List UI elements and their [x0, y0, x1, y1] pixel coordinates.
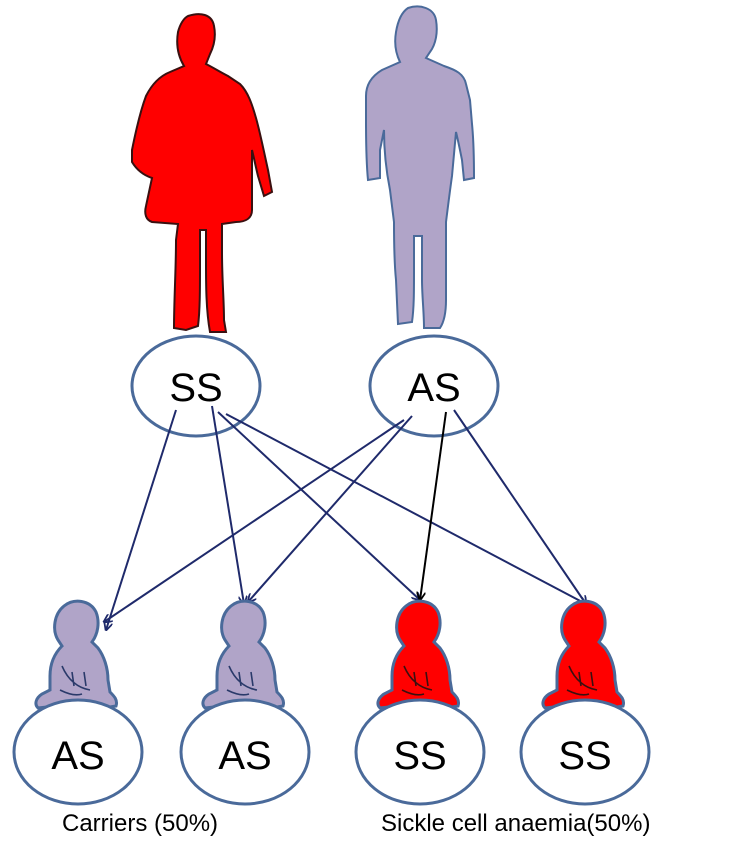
child-genotype-ellipse — [179, 698, 311, 806]
father-genotype-label: AS — [407, 366, 460, 410]
parent-genotypes: SS AS — [130, 334, 500, 438]
child-genotype-label: AS — [51, 734, 104, 778]
child-genotype-label: SS — [393, 734, 446, 778]
child-genotype-ellipse — [12, 698, 144, 806]
mother-genotype-label: SS — [169, 366, 222, 410]
child-2: SS — [354, 599, 486, 806]
inheritance-arrow — [104, 419, 405, 622]
father-genotype-ellipse — [368, 334, 500, 438]
inheritance-arrow — [106, 409, 177, 630]
man-figure-icon — [365, 5, 476, 329]
child-genotype-label: SS — [558, 734, 611, 778]
child-1: AS — [179, 599, 311, 806]
offspring-group: AS AS SS SS — [12, 599, 651, 806]
inheritance-arrow — [420, 411, 447, 600]
woman-figure-icon — [131, 13, 274, 333]
child-0: AS — [12, 599, 144, 806]
child-3: SS — [519, 599, 651, 806]
child-genotype-label: AS — [218, 734, 271, 778]
baby-icon — [376, 599, 460, 712]
carriers-caption: Carriers (50%) — [62, 810, 219, 837]
child-genotype-ellipse — [519, 698, 651, 806]
inheritance-arrow — [211, 405, 244, 604]
inheritance-arrow — [248, 415, 413, 602]
baby-icon — [34, 599, 118, 712]
child-genotype-ellipse — [354, 698, 486, 806]
inheritance-arrow — [225, 413, 586, 604]
baby-icon — [541, 599, 625, 712]
inheritance-arrows — [104, 405, 586, 630]
mother-genotype-ellipse — [130, 334, 262, 438]
baby-icon — [201, 599, 285, 712]
affected-caption: Sickle cell anaemia(50%) — [381, 810, 651, 837]
inheritance-arrow — [217, 411, 420, 600]
inheritance-arrow — [453, 409, 586, 604]
